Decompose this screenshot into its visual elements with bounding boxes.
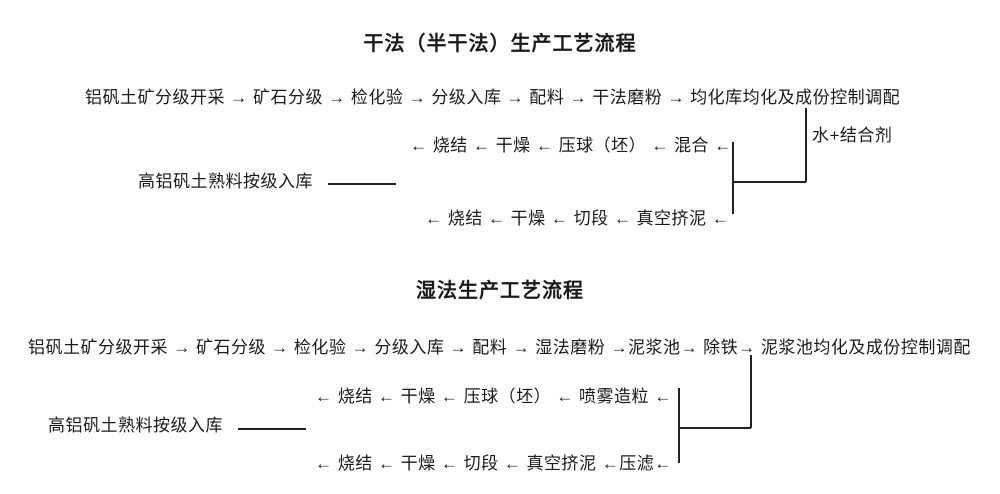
- dry-extrude-flow-row: ← 烧结 ← 干燥 ← 切段 ← 真空挤泥 ←: [425, 209, 730, 228]
- wet-branch-vertical-right-line: [750, 355, 752, 428]
- wet-main-flow-row: 铝矾土矿分级开采 → 矿石分级 → 检化验 → 分级入库 → 配料 → 湿法磨粉…: [28, 338, 971, 357]
- dry-branch-vertical-right-line: [805, 108, 807, 182]
- wet-storage-label: 高铝矾土熟料按级入库: [48, 416, 223, 435]
- dry-main-flow-row: 铝矾土矿分级开采 → 矿石分级 → 检化验 → 分级入库 → 配料 → 干法磨粉…: [85, 88, 901, 107]
- dry-storage-connector-line: [328, 183, 396, 185]
- wet-extrude-flow-row: ← 烧结 ← 干燥 ← 切段 ← 真空挤泥 ←压滤←: [315, 454, 672, 473]
- wet-storage-connector-line: [238, 428, 306, 430]
- dry-branch-vertical-left-line: [732, 142, 734, 214]
- wet-process-title: 湿法生产工艺流程: [416, 280, 584, 302]
- dry-storage-label: 高铝矾土熟料按级入库: [138, 172, 313, 191]
- dry-branch-horizontal-line: [732, 181, 806, 183]
- water-binder-label: 水+结合剂: [812, 126, 893, 145]
- wet-press-flow-row: ← 烧结 ← 干燥 ← 压球（坯） ← 喷雾造粒 ←: [315, 387, 672, 406]
- wet-branch-horizontal-line: [678, 427, 751, 429]
- dry-press-flow-row: ← 烧结 ← 干燥 ← 压球（坯） ← 混合 ←: [410, 136, 732, 155]
- dry-process-title: 干法（半干法）生产工艺流程: [363, 33, 637, 55]
- wet-branch-vertical-left-line: [678, 388, 680, 463]
